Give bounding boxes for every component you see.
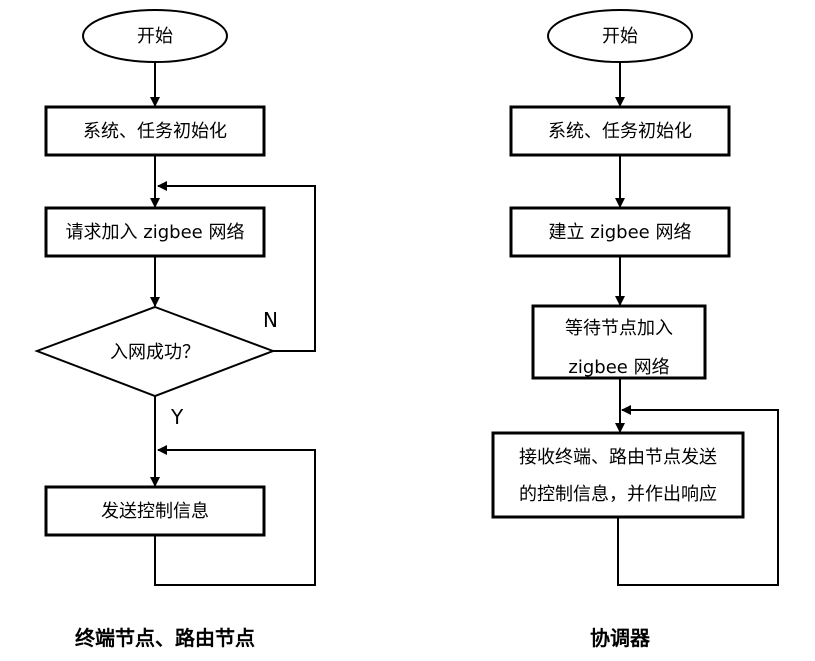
left-send-text: 发送控制信息 xyxy=(101,501,209,522)
right-flowchart: 开始 系统、任务初始化 建立 zigbee 网络 等待节点加入 zigbee 网… xyxy=(491,9,779,650)
left-send-loop-line xyxy=(154,445,316,586)
right-caption: 协调器 xyxy=(590,626,651,650)
right-recv-text-2: 的控制信息，并作出响应 xyxy=(519,484,717,505)
right-wait-text-1: 等待节点加入 xyxy=(565,318,673,339)
right-wait-text-2: zigbee 网络 xyxy=(568,357,669,378)
left-yes-label: Y xyxy=(170,405,184,429)
left-flowchart: 开始 系统、任务初始化 请求加入 zigbee 网络 入网成功？ N Y 发送控… xyxy=(34,9,316,650)
right-init-text: 系统、任务初始化 xyxy=(548,121,692,142)
left-caption: 终端节点、路由节点 xyxy=(75,626,255,650)
right-recv-box xyxy=(491,431,745,519)
right-init-box xyxy=(509,105,731,157)
right-start-text: 开始 xyxy=(602,26,638,47)
right-build-text: 建立 zigbee 网络 xyxy=(549,222,692,243)
left-decision-text: 入网成功？ xyxy=(110,342,200,363)
left-init-box xyxy=(44,105,266,157)
right-build-box xyxy=(509,206,731,258)
left-join-text: 请求加入 zigbee 网络 xyxy=(66,222,245,243)
right-recv-text-1: 接收终端、路由节点发送 xyxy=(519,447,717,468)
left-start-text: 开始 xyxy=(137,26,173,47)
left-no-label: N xyxy=(263,308,278,332)
right-wait-box xyxy=(531,304,707,380)
left-no-loop-line xyxy=(157,181,316,352)
left-init-text: 系统、任务初始化 xyxy=(83,121,227,142)
right-recv-loop-line xyxy=(617,405,779,586)
